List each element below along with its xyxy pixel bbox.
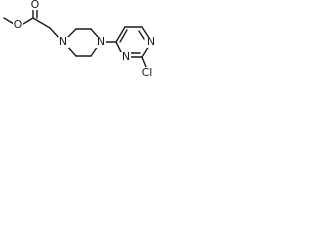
- bond-layer: [3, 7, 150, 68]
- carbonyl-oxygen-label: O: [31, 0, 40, 11]
- bond-c2-chlorine: [141, 56, 147, 68]
- bond-carbonyl-methylene: [32, 17, 51, 29]
- label-bg-pyrimidine-n1: [145, 37, 156, 48]
- label-bg-piperazine-n4: [95, 37, 106, 48]
- bond-pip-c3-n4: [90, 28, 99, 38]
- structure-drawing: O O N N N N Cl: [3, 0, 156, 79]
- label-bg-carbonyl-oxygen: [30, 0, 40, 10]
- piperazine-n4-label: N: [97, 35, 105, 48]
- label-bg-chlorine: [139, 67, 155, 79]
- bond-methyl-oxygen: [3, 17, 15, 25]
- chlorine-label: Cl: [142, 66, 153, 79]
- molecule-diagram: O O N N N N Cl: [0, 0, 167, 82]
- bond-pyr-c4-c5-inner: [119, 29, 128, 43]
- methoxy-oxygen-label: O: [14, 18, 23, 31]
- bond-pyr-c6-n1-inner: [138, 30, 145, 40]
- pyrimidine-n1-label: N: [147, 35, 155, 48]
- label-bg-methoxy-oxygen: [13, 19, 23, 30]
- bond-pyr-c6-n1: [141, 26, 150, 39]
- piperazine-n1-label: N: [59, 35, 67, 48]
- bond-pyr-c4-c5: [115, 26, 126, 43]
- pyrimidine-n3-label: N: [122, 50, 130, 63]
- label-bg-piperazine-n1: [58, 37, 69, 48]
- label-bg-pyrimidine-n3: [120, 52, 131, 63]
- bond-pip-n1-c2: [66, 28, 77, 39]
- atom-label-layer: O O N N N N Cl: [13, 0, 156, 79]
- bond-oxygen-carbonyl: [22, 17, 34, 25]
